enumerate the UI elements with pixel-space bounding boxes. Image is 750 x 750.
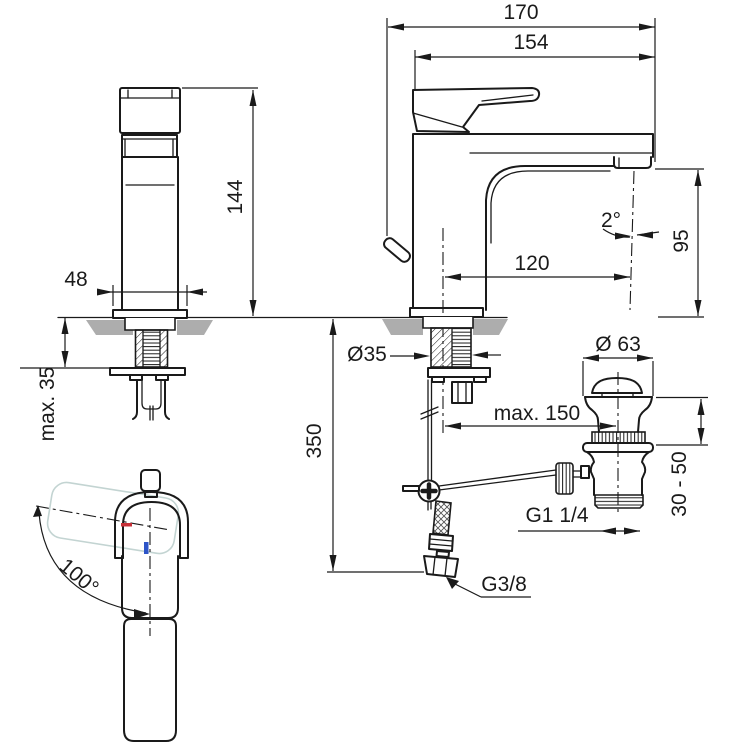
body-spout-outline [412, 133, 654, 311]
popup-linkage [402, 379, 590, 511]
popup-knob [383, 237, 411, 263]
dim-170-label: 170 [503, 1, 538, 24]
dim-g38-label: G3/8 [481, 573, 527, 596]
swing-arc [38, 512, 147, 614]
handle-swing-ghost [46, 481, 180, 555]
handle-front [119, 87, 181, 134]
dim-2deg-label: 2° [601, 209, 621, 232]
rod-coupler [555, 462, 574, 495]
mounting-nut [451, 381, 473, 404]
dim-o35-label: Ø35 [347, 343, 387, 366]
dim-120-label: 120 [514, 252, 549, 275]
lever-handle [412, 87, 541, 133]
supply-hose [423, 500, 459, 578]
drain-assembly [582, 372, 654, 513]
countertop-section [57, 316, 704, 335]
hot-indicator [121, 523, 132, 527]
faucet-front-view [383, 87, 654, 434]
popup-knob-top [140, 469, 161, 492]
dim-100deg-label: 100° [55, 554, 103, 600]
faucet-side-view [109, 87, 188, 421]
dim-max150-label: max. 150 [494, 402, 580, 425]
dim-154-label: 154 [513, 31, 548, 54]
water-stream-axis [629, 170, 635, 311]
dimension-annotations: 170 154 144 48 max. 35 2° [20, 1, 708, 600]
dim-350-label: 350 [303, 423, 326, 458]
dim-max35-label: max. 35 [36, 367, 59, 442]
dim-o63-label: Ø 63 [595, 333, 641, 356]
drain-thread [594, 494, 644, 509]
hose-nut [423, 555, 459, 578]
faucet-top-view [33, 469, 189, 742]
dim-3050-label: 30 - 50 [668, 451, 691, 516]
dim-48-label: 48 [64, 268, 87, 291]
dim-95-label: 95 [670, 229, 693, 252]
dim-g114-label: G1 1/4 [525, 504, 588, 527]
popup-plug [591, 377, 643, 394]
spout-top-outline [123, 618, 177, 742]
body-side [121, 156, 179, 311]
dim-144-label: 144 [224, 179, 247, 214]
cold-indicator [144, 542, 149, 554]
